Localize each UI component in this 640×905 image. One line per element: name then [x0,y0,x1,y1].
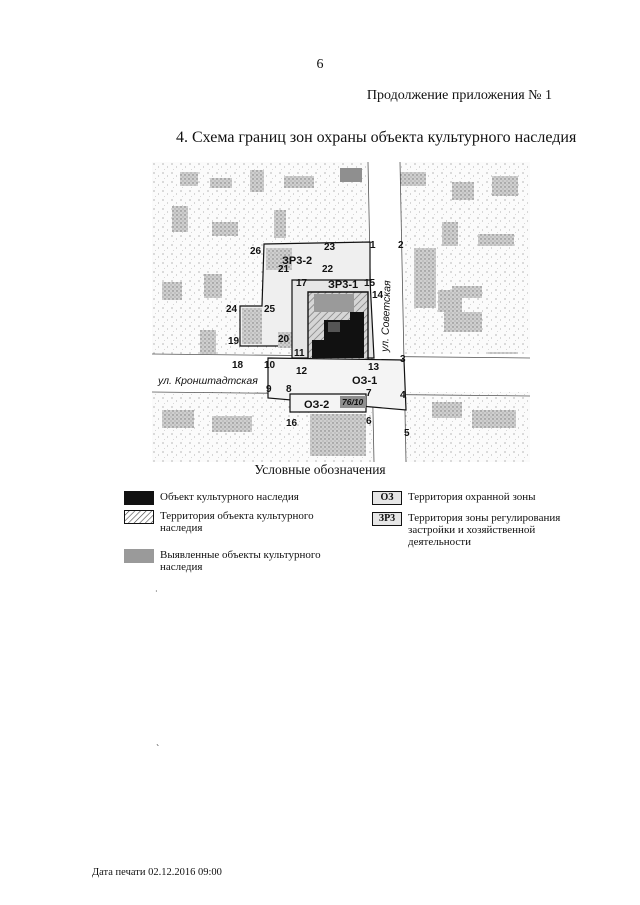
point-2: 2 [398,240,404,251]
point-23: 23 [324,242,336,253]
point-8: 8 [286,384,292,395]
point-11: 11 [294,348,305,359]
legend-heritage-object: Объект культурного наследия [124,491,299,505]
legend-identified-objects-label: Выявленные объекты культурного наследия [160,549,321,573]
point-20: 20 [278,334,290,345]
stray-mark: · [155,587,158,596]
point-14: 14 [372,290,384,301]
house-76-10 [340,396,366,408]
stray-mark: ` [156,744,160,755]
point-12: 12 [296,366,308,377]
point-16: 16 [286,418,298,429]
heritage-object [312,312,364,358]
point-4: 4 [400,390,406,401]
zone-zr3-2-label: ЗР3-2 [282,255,312,267]
zone-zr3-1-label: ЗР3-1 [328,279,358,291]
legend-heritage-territory-label: Территория объекта культурного наследия [160,510,314,534]
zone-oz-2-label: ОЗ-2 [304,399,329,411]
boundary-points: 1 2 3 4 5 6 7 8 9 10 11 12 13 14 15 16 1… [226,240,410,439]
street-west-label: ул. Кронштадтская [157,375,258,387]
point-1: 1 [370,240,376,251]
legend-heritage-territory: Территория объекта культурного наследия [124,510,340,534]
print-date: Дата печати 02.12.2016 09:00 [92,867,222,878]
point-10: 10 [264,360,276,371]
legend-heritage-object-label: Объект культурного наследия [160,491,299,503]
legend-regulation-zone-label: Территория зоны регулирования застройки … [408,512,561,548]
legend-regulation-zone: ЗР3 Территория зоны регулирования застро… [372,512,583,548]
point-13: 13 [368,362,380,373]
regulation-zone-swatch: ЗР3 [372,512,402,526]
point-7: 7 [366,388,372,399]
point-18: 18 [232,360,244,371]
point-26: 26 [250,246,262,257]
zone-map-svg: ул. Кронштадтская ул. Советская ЗР3-2 ЗР… [152,162,530,462]
point-24: 24 [226,304,238,315]
zone-oz-1-label: ОЗ-1 [352,375,377,387]
zone-map: ул. Кронштадтская ул. Советская ЗР3-2 ЗР… [152,162,530,462]
legend-protection-zone: ОЗ Территория охранной зоны [372,491,536,505]
protection-zone-swatch: ОЗ [372,491,402,505]
point-9: 9 [266,384,272,395]
heritage-territory-swatch [124,510,154,524]
point-6: 6 [366,416,372,427]
heritage-object-swatch [124,491,154,505]
page-number: 6 [316,57,324,72]
appendix-note: Продолжение приложения № 1 [366,88,552,103]
point-25: 25 [264,304,276,315]
legend-identified-objects: Выявленные объекты культурного наследия [124,549,340,573]
point-3: 3 [400,354,406,365]
point-15: 15 [364,278,376,289]
point-5: 5 [404,428,410,439]
point-17: 17 [296,278,308,289]
point-21: 21 [278,264,290,275]
point-19: 19 [228,336,240,347]
schema-title: 4. Схема границ зон охраны объекта культ… [176,129,577,146]
street-south-label: ул. Советская [379,280,394,353]
point-22: 22 [322,264,334,275]
legend-protection-zone-label: Территория охранной зоны [408,491,536,503]
legend-title: Условные обозначения [254,462,386,477]
identified-objects-swatch [124,549,154,563]
house-number-label: 76/10 [342,397,364,407]
